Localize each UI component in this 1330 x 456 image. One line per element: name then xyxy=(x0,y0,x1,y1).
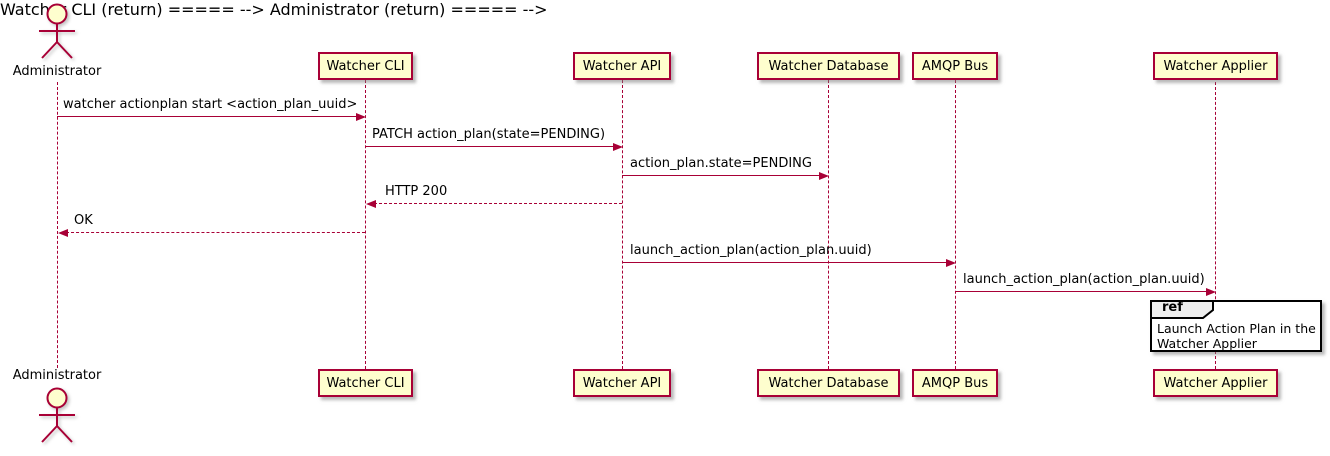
ref-tab-pentagon-icon xyxy=(1150,300,1214,319)
message-7-label: launch_action_plan(action_plan.uuid) xyxy=(963,272,1205,287)
ref-keyword: ref xyxy=(1162,300,1183,315)
message-3-arrowhead-icon xyxy=(819,172,829,180)
actor-administrator-figure-top xyxy=(34,2,80,68)
message-2-arrowhead-icon xyxy=(613,143,623,151)
participant-watcher-cli-top: Watcher CLI xyxy=(318,52,413,80)
lifeline-watcher-cli xyxy=(365,80,366,369)
message-3-line xyxy=(622,175,820,176)
participant-watcher-applier-bottom: Watcher Applier xyxy=(1153,369,1278,397)
actor-icon xyxy=(39,387,75,443)
ref-fragment: ref Launch Action Plan in the Watcher Ap… xyxy=(1150,300,1322,352)
message-4-arrowhead-icon xyxy=(366,200,376,208)
message-4-label: HTTP 200 xyxy=(385,184,448,199)
participant-watcher-database-top: Watcher Database xyxy=(757,52,900,80)
actor-administrator-label-top: Administrator xyxy=(12,64,102,79)
participant-watcher-applier-top: Watcher Applier xyxy=(1153,52,1278,80)
message-7-arrowhead-icon xyxy=(1206,288,1216,296)
ref-text: Launch Action Plan in the Watcher Applie… xyxy=(1157,321,1316,351)
lifeline-watcher-database xyxy=(828,80,829,369)
message-5-line xyxy=(66,232,365,233)
message-4-line xyxy=(374,203,622,204)
message-6-arrowhead-icon xyxy=(946,259,956,267)
message-3-label: action_plan.state=PENDING xyxy=(630,156,812,171)
actor-administrator-figure-bottom xyxy=(34,386,80,452)
message-5-arrowhead-icon xyxy=(58,229,68,237)
ref-text-line-2: Watcher Applier xyxy=(1157,336,1257,351)
lifeline-administrator xyxy=(57,82,58,368)
participant-amqp-bus-bottom: AMQP Bus xyxy=(912,369,998,397)
message-5-label: OK xyxy=(74,213,93,228)
participant-watcher-api-top: Watcher API xyxy=(573,52,671,80)
message-2-label: PATCH action_plan(state=PENDING) xyxy=(372,127,606,142)
message-1-line xyxy=(57,116,358,117)
message-1-label: watcher actionplan start <action_plan_uu… xyxy=(63,97,358,112)
participant-amqp-bus-top: AMQP Bus xyxy=(912,52,998,80)
lifeline-amqp-bus xyxy=(955,80,956,369)
message-7-line xyxy=(955,291,1208,292)
ref-text-line-1: Launch Action Plan in the xyxy=(1157,321,1316,336)
lifeline-watcher-api xyxy=(622,80,623,369)
message-2-line xyxy=(365,146,614,147)
message-6-line xyxy=(622,262,948,263)
participant-watcher-api-bottom: Watcher API xyxy=(573,369,671,397)
ref-tab: ref xyxy=(1150,300,1216,324)
actor-administrator-label-bottom: Administrator xyxy=(12,368,102,383)
participant-watcher-database-bottom: Watcher Database xyxy=(757,369,900,397)
actor-icon xyxy=(39,3,75,59)
participant-watcher-cli-bottom: Watcher CLI xyxy=(318,369,413,397)
lifeline-watcher-applier xyxy=(1215,82,1216,369)
message-1-arrowhead-icon xyxy=(356,113,366,121)
message-6-label: launch_action_plan(action_plan.uuid) xyxy=(630,243,872,258)
